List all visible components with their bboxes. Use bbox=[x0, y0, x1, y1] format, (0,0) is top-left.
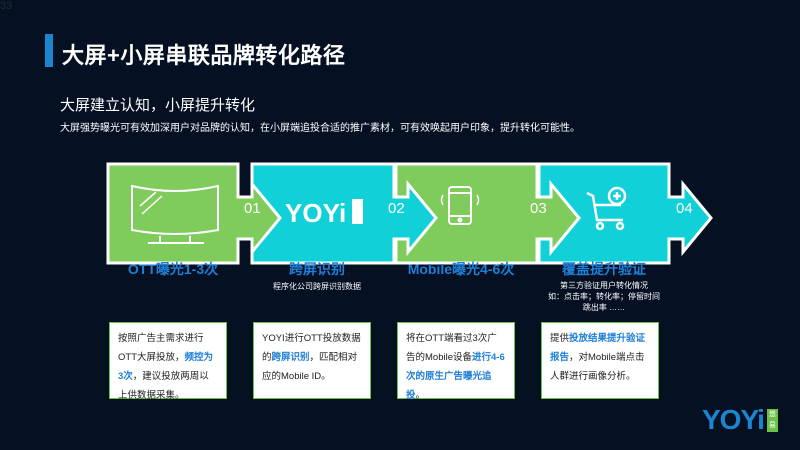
step-number: 03 bbox=[530, 200, 547, 217]
step-arrow-box bbox=[394, 162, 581, 265]
step-arrow-box bbox=[250, 162, 438, 265]
page-number: 33 bbox=[0, 0, 13, 12]
step-arrow-box bbox=[537, 162, 713, 265]
step-number: 02 bbox=[388, 200, 405, 217]
step-card: 提供投放结果提升验证报告，对Mobile端点击人群进行画像分析。 bbox=[541, 322, 659, 399]
shopping-cart-add-icon bbox=[586, 186, 627, 231]
step-card: YOYI进行OTT投放数据的跨屏识别，匹配相对应的Mobile ID。 bbox=[253, 322, 371, 399]
step-number: 01 bbox=[244, 200, 261, 217]
step-card: 将在OTT端看过3次广告的Mobile设备进行4-6次的原生广告曝光追投。 bbox=[397, 322, 515, 401]
note-line: 跳出率 …… bbox=[582, 303, 626, 312]
yoyi-logo: YOYi 悠易 bbox=[702, 404, 778, 436]
highlight-text: 进行4-6次的原生广告曝光追投 bbox=[406, 352, 505, 401]
highlight-text: 投放结果提升验证报告 bbox=[550, 333, 646, 363]
note-line: 如：点击率；转化率；停留时间 bbox=[548, 292, 660, 301]
flow-diagram: YOYi bbox=[106, 162, 713, 265]
step-note: 程序化公司跨屏识别数据 bbox=[273, 282, 361, 291]
subtitle: 大屏建立认知，小屏提升转化 bbox=[60, 97, 256, 114]
page-title: 大屏+小屏串联品牌转化路径 bbox=[62, 43, 346, 68]
curved-tv-icon bbox=[131, 184, 219, 244]
step-label: Mobile曝光4-6次 bbox=[407, 261, 515, 277]
card-text: 将在OTT端看过3次广告的Mobile设备 bbox=[406, 333, 497, 363]
step-card: 按照广告主需求进行OTT大屏投放，频控为3次，建议投放两周以上供数据采集。 bbox=[109, 322, 227, 401]
highlight-text: 频控为3次 bbox=[118, 352, 214, 382]
card-text: YOYI进行OTT投放数据的 bbox=[262, 333, 361, 363]
card-text: ，对Mobile端点击人群进行画像分析。 bbox=[550, 352, 645, 382]
card-text: 。 bbox=[415, 390, 426, 401]
logo-text: YOYi bbox=[702, 404, 765, 435]
step-label: 覆盖提升验证 bbox=[562, 261, 646, 277]
svg-text:YOYi: YOYi bbox=[285, 198, 346, 228]
step-label: OTT曝光1-3次 bbox=[127, 261, 219, 277]
card-text: ，建议投放两周以上供数据采集。 bbox=[118, 371, 209, 401]
step-number: 04 bbox=[676, 200, 693, 217]
step-label: 跨屏识别 bbox=[289, 261, 345, 277]
card-text: ，匹配相对应的Mobile ID。 bbox=[262, 352, 358, 382]
description: 大屏强势曝光可有效加深用户对品牌的认知，在小屏端追投合适的推广素材，可有效唤起用… bbox=[60, 123, 580, 134]
card-text: 提供 bbox=[550, 333, 570, 344]
highlight-text: 跨屏识别 bbox=[271, 352, 310, 363]
mobile-phone-icon bbox=[440, 186, 480, 225]
note-line: 第三方验证用户转化情况 bbox=[560, 281, 648, 290]
card-text: 按照广告主需求进行OTT大屏投放， bbox=[118, 333, 204, 363]
logo-cn: 悠易 bbox=[766, 408, 778, 432]
yoyi-logo-icon: YOYi bbox=[285, 198, 363, 228]
title-accent-bar bbox=[45, 34, 53, 67]
step-note: 第三方验证用户转化情况 如：点击率；转化率；停留时间 跳出率 …… bbox=[524, 280, 684, 313]
